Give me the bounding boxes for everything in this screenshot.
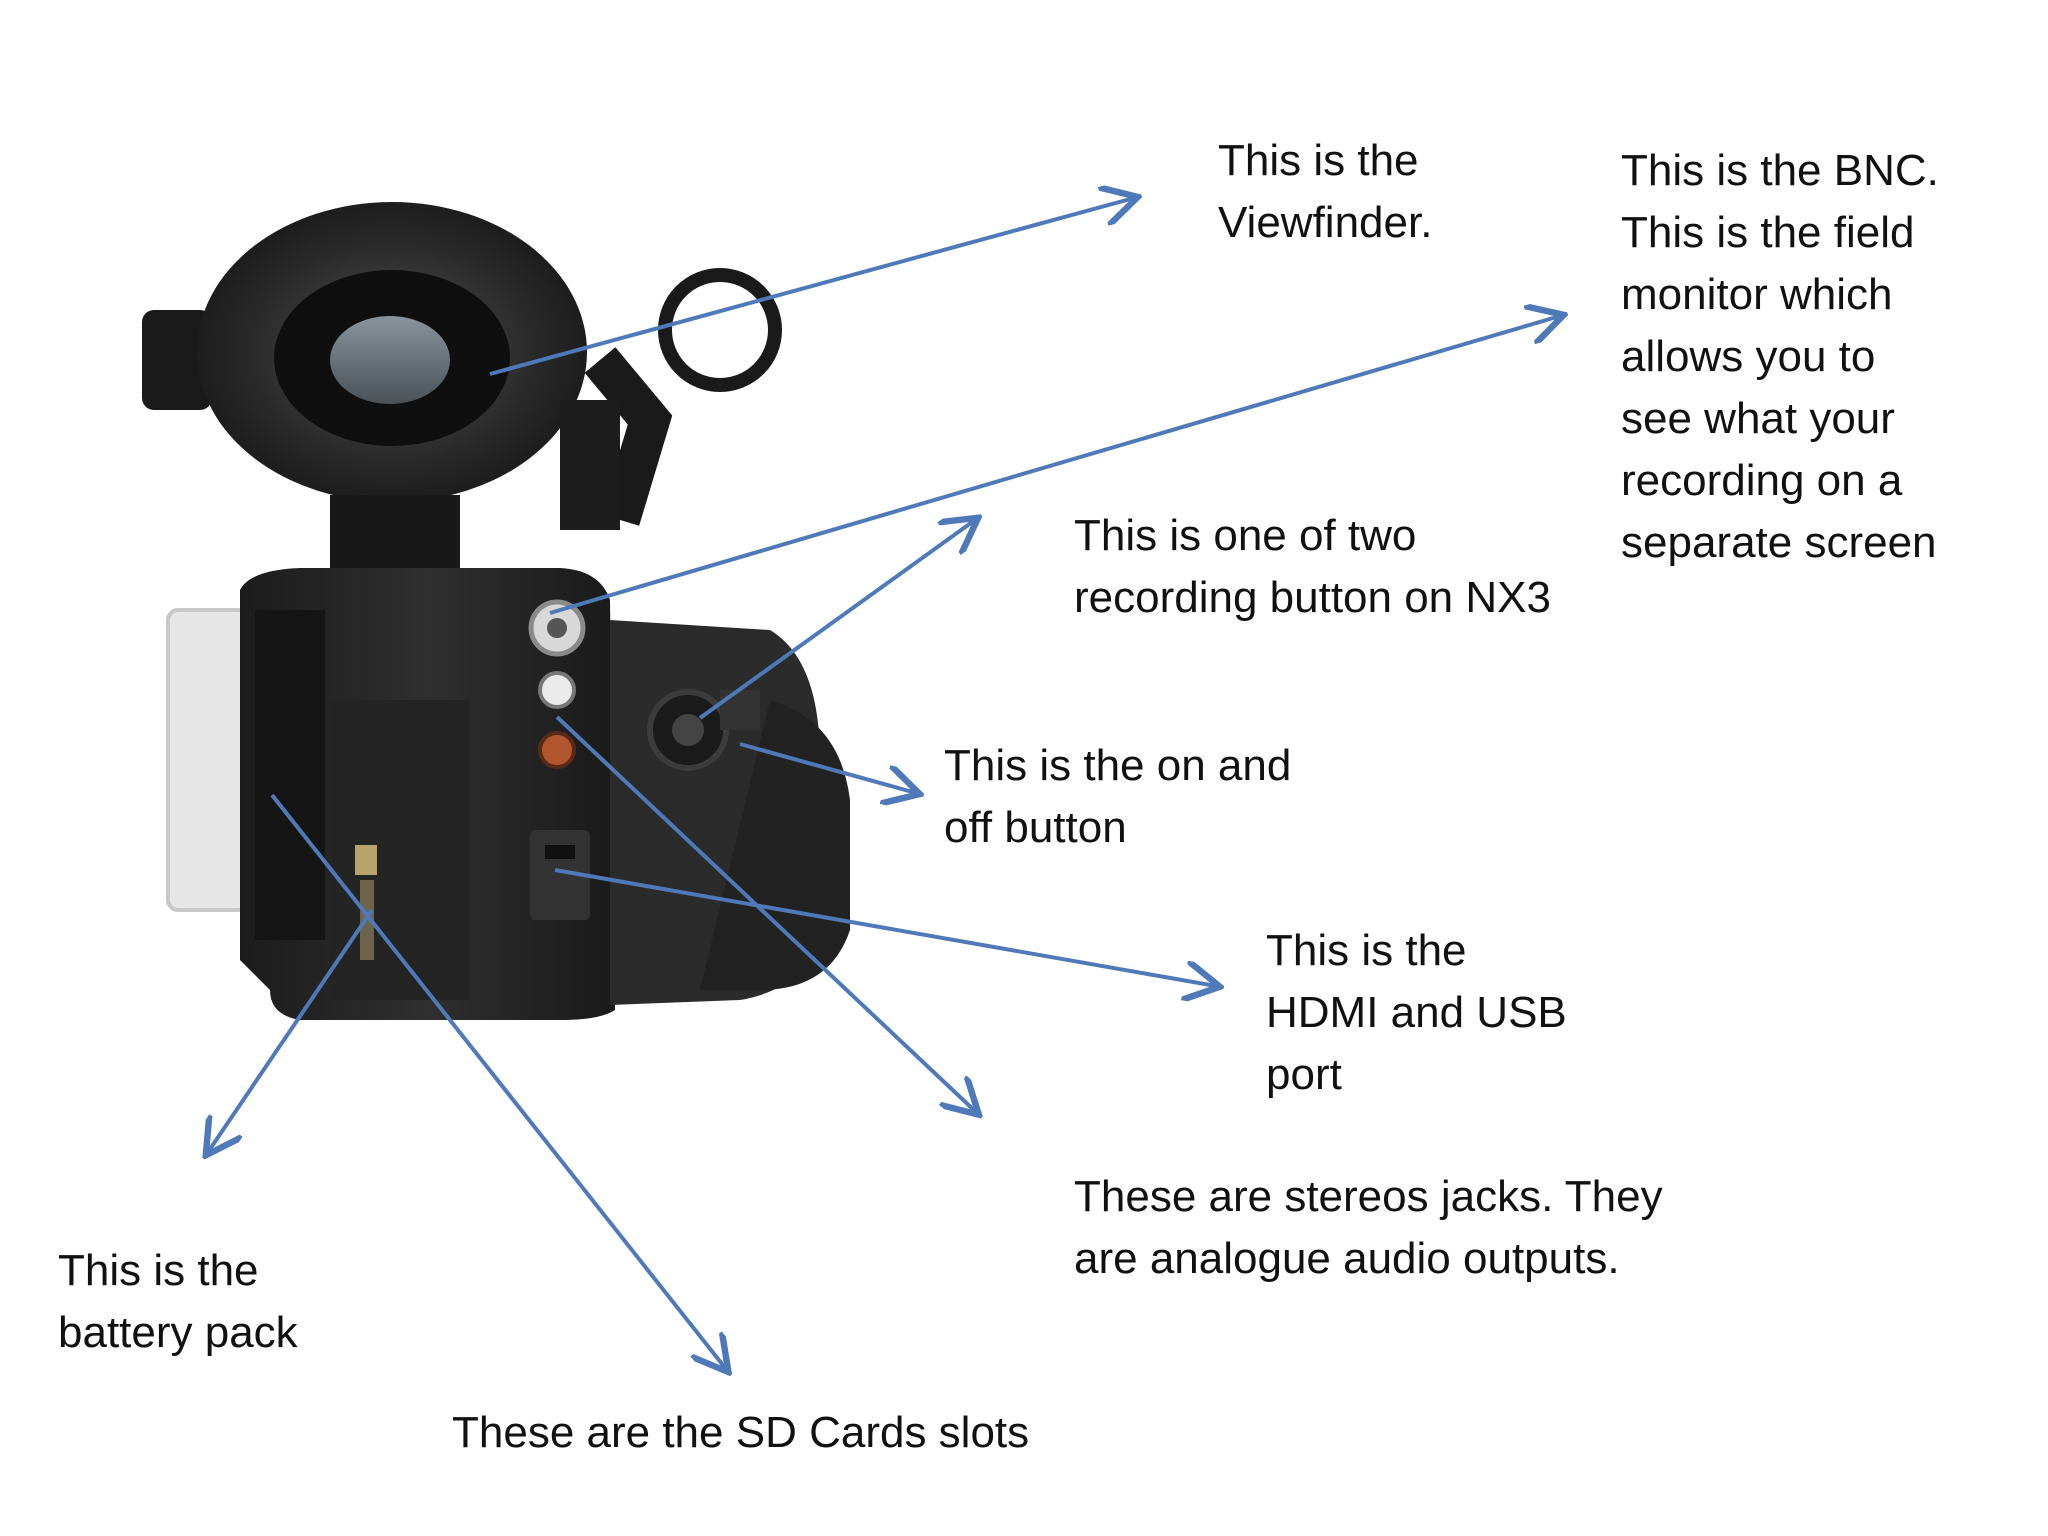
arrow-battery — [208, 910, 372, 1152]
arrow-sd-cards — [272, 795, 726, 1369]
label-battery: This is the battery pack — [58, 1240, 298, 1364]
label-stereo-jacks: These are stereos jacks. They are analog… — [1074, 1166, 1663, 1290]
label-hdmi-usb: This is the HDMI and USB port — [1266, 920, 1567, 1106]
label-bnc: This is the BNC. This is the field monit… — [1621, 140, 1939, 574]
arrow-power-button — [740, 744, 916, 793]
label-sd-cards: These are the SD Cards slots — [452, 1402, 1029, 1464]
arrow-record-button — [700, 520, 975, 718]
arrow-stereo-jacks — [557, 717, 976, 1112]
label-record-button: This is one of two recording button on N… — [1074, 505, 1551, 629]
label-viewfinder: This is the Viewfinder. — [1218, 130, 1432, 254]
label-power-button: This is the on and off button — [944, 735, 1291, 859]
arrow-viewfinder — [490, 198, 1134, 374]
arrow-hdmi-usb — [555, 870, 1216, 986]
